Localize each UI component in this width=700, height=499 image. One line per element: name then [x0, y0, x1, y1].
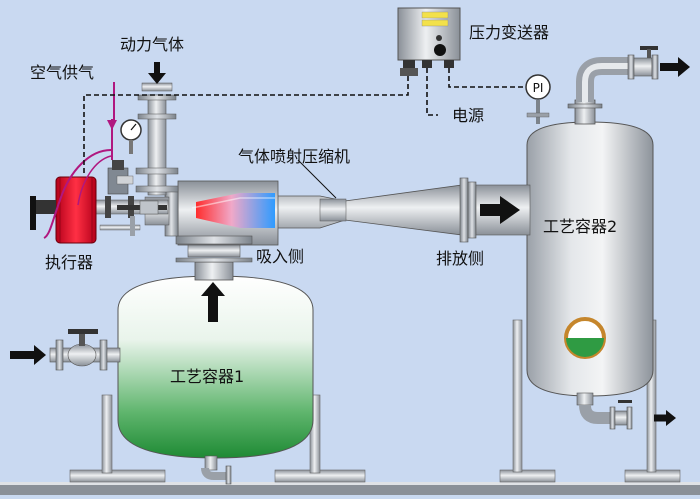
vessel-2-label: 工艺容器2	[543, 217, 617, 236]
pressure-transmitter-label: 压力变送器	[469, 23, 549, 42]
motive-gas-label: 动力气体	[120, 35, 184, 54]
actuator	[30, 119, 142, 244]
power-supply-label: 电源	[452, 106, 484, 125]
discharge-side-label: 排放侧	[436, 249, 484, 268]
actuator-label: 执行器	[45, 253, 93, 272]
pressure-indicator: PI	[525, 74, 551, 124]
air-supply-label: 空气供气	[30, 63, 94, 82]
ground-base	[0, 469, 700, 495]
pi-label: PI	[533, 81, 544, 95]
vessel-1-supports	[101, 394, 321, 474]
signal-lines	[83, 68, 526, 176]
process-vessel-1	[117, 257, 314, 485]
pressure-transmitter	[397, 7, 461, 76]
vessel-1-label: 工艺容器1	[170, 367, 244, 386]
process-vessel-2	[526, 46, 690, 430]
air-supply-line	[43, 82, 117, 239]
suction-side-label: 吸入侧	[256, 247, 304, 266]
ejector-compressor-label: 气体喷射压缩机	[238, 147, 350, 166]
valve-spindle	[92, 196, 169, 236]
gas-ejector-compressor	[164, 159, 531, 258]
vessel-1-inlet	[10, 329, 121, 371]
